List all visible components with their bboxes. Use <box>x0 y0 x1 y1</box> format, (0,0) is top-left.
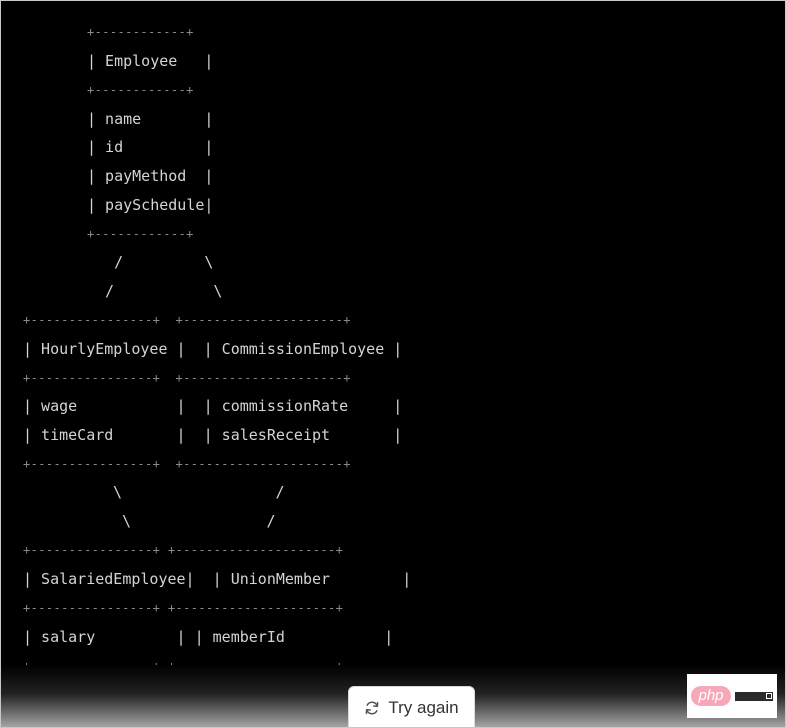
subclass-row2-top-border: +----------------+ +--------------------… <box>23 543 344 557</box>
php-logo-text: php <box>698 687 724 704</box>
employee-field-name: | name | <box>87 110 214 128</box>
subclass-row1-title-row: | HourlyEmployee | | CommissionEmployee … <box>23 340 403 358</box>
employee-field-id: | id | <box>87 138 214 156</box>
subclass-row2-field-1: | salary | | memberId | <box>23 628 394 646</box>
subclass-row2-bottom-border: +----------------+ +--------------------… <box>23 659 344 673</box>
watermark-bar <box>735 691 773 701</box>
refresh-icon <box>364 700 380 716</box>
employee-box-bottom-border: +------------+ <box>87 227 194 241</box>
subclass-row1-header-border: +----------------+ +--------------------… <box>23 371 351 385</box>
subclass-row2-header-border: +----------------+ +--------------------… <box>23 601 344 615</box>
subclass-row2-title-row: | SalariedEmployee| | UnionMember | <box>23 570 412 588</box>
inheritance-branch-line-1: / \ <box>87 253 214 271</box>
inheritance-branch-line-2: / \ <box>87 282 223 300</box>
site-watermark: php <box>687 674 777 718</box>
subclass-row1-top-border: +----------------+ +--------------------… <box>23 313 351 327</box>
employee-field-payschedule: | paySchedule| <box>87 196 214 214</box>
employee-field-paymethod: | payMethod | <box>87 167 214 185</box>
subclass-row1-field-1: | wage | | commissionRate | <box>23 397 403 415</box>
second-branch-line-1: \ / <box>113 483 285 501</box>
employee-box-top-border: +------------+ <box>87 25 194 39</box>
employee-box-header-border: +------------+ <box>87 83 194 97</box>
try-again-button[interactable]: Try again <box>348 686 475 727</box>
second-branch-line-2: \ / <box>122 512 276 530</box>
subclass-row1-field-2: | timeCard | | salesReceipt | <box>23 426 403 444</box>
php-logo-icon: php <box>691 686 731 706</box>
try-again-label: Try again <box>388 698 459 717</box>
subclass-row1-bottom-border: +----------------+ +--------------------… <box>23 457 351 471</box>
employee-box-title-row: | Employee | <box>87 52 214 70</box>
